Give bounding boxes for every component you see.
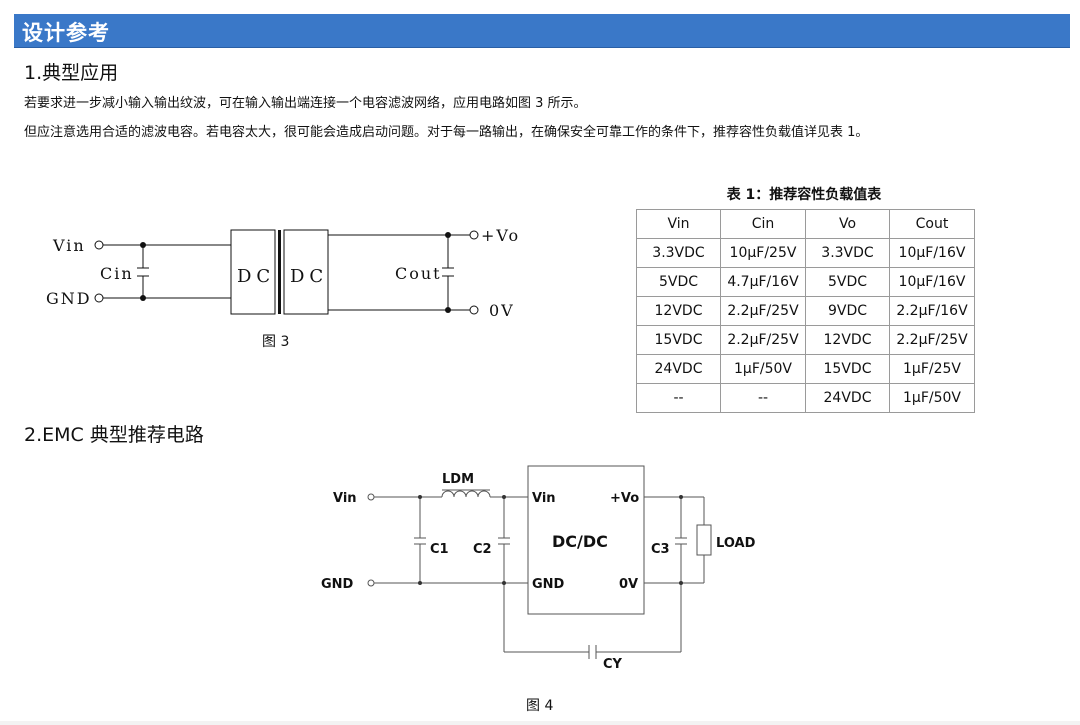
page-bottom-edge bbox=[0, 721, 1080, 725]
module-label: DC/DC bbox=[552, 532, 608, 551]
table-cell: 5VDC bbox=[805, 267, 890, 297]
label-c2: C2 bbox=[473, 542, 492, 557]
table-cell: 2.2μF/25V bbox=[889, 325, 975, 355]
section1-paragraph-1: 若要求进一步减小输入输出纹波，可在输入输出端连接一个电容滤波网络，应用电路如图 … bbox=[24, 96, 587, 111]
section-header-bar: 设计参考 bbox=[14, 14, 1070, 48]
pin-0v: 0V bbox=[619, 577, 638, 592]
table-header-cell: Vin bbox=[636, 209, 721, 239]
ldm-inductor bbox=[441, 490, 491, 498]
junction-dot bbox=[679, 581, 683, 585]
table-row: 5VDC 4.7μF/16V 5VDC 10μF/16V bbox=[636, 267, 975, 297]
label-c3: C3 bbox=[651, 542, 670, 557]
vin-terminal bbox=[94, 240, 104, 250]
pin-gnd: GND bbox=[532, 577, 565, 592]
figure4-caption: 图 4 bbox=[526, 698, 554, 714]
table-cell: 24VDC bbox=[805, 383, 890, 413]
label-load: LOAD bbox=[716, 536, 756, 551]
label-vo: +Vo bbox=[481, 226, 520, 245]
junction-dot bbox=[502, 581, 506, 585]
junction-dot bbox=[418, 581, 422, 585]
dc-block-left bbox=[230, 229, 276, 315]
label-dc-left: DC bbox=[237, 266, 275, 287]
label-gnd: GND bbox=[46, 289, 92, 308]
label-c1: C1 bbox=[430, 542, 449, 557]
junction-dot bbox=[140, 295, 146, 301]
table-cell: 1μF/50V bbox=[889, 383, 975, 413]
table-cell: 2.2μF/25V bbox=[720, 296, 806, 326]
table-cell: 10μF/16V bbox=[889, 267, 975, 297]
table1-caption: 表 1：推荐容性负载值表 bbox=[726, 187, 882, 203]
table-cell: 12VDC bbox=[805, 325, 890, 355]
table-header-row: Vin Cin Vo Cout bbox=[636, 209, 975, 239]
section1-paragraph-2: 但应注意选用合适的滤波电容。若电容太大，很可能会造成启动问题。对于每一路输出，在… bbox=[24, 125, 869, 140]
vo-terminal bbox=[469, 230, 479, 240]
label-gnd: GND bbox=[321, 577, 354, 592]
table-cell: 1μF/25V bbox=[889, 354, 975, 384]
table-row: 3.3VDC 10μF/25V 3.3VDC 10μF/16V bbox=[636, 238, 975, 268]
label-ldm: LDM bbox=[442, 472, 474, 487]
table-cell: 3.3VDC bbox=[636, 238, 721, 268]
table-cell: 24VDC bbox=[636, 354, 721, 384]
gnd-terminal bbox=[94, 293, 104, 303]
junction-dot bbox=[502, 495, 506, 499]
table-header-cell: Cout bbox=[889, 209, 975, 239]
figure3-caption: 图 3 bbox=[262, 334, 290, 350]
junction-dot bbox=[140, 242, 146, 248]
table-cell: 10μF/25V bbox=[720, 238, 806, 268]
table-row: 24VDC 1μF/50V 15VDC 1μF/25V bbox=[636, 354, 975, 384]
junction-dot bbox=[445, 307, 451, 313]
label-cin: Cin bbox=[100, 264, 134, 283]
figure4-circuit: Vin GND LDM C1 C2 C3 Vin GND +Vo 0V DC/D… bbox=[321, 465, 756, 672]
label-vin: Vin bbox=[333, 491, 357, 506]
section1-title: 1.典型应用 bbox=[24, 62, 119, 84]
table-cell: 2.2μF/25V bbox=[720, 325, 806, 355]
dc-block-right bbox=[283, 229, 329, 315]
table-header-cell: Cin bbox=[720, 209, 806, 239]
table-cell: 5VDC bbox=[636, 267, 721, 297]
0v-terminal bbox=[469, 305, 479, 315]
label-0v: 0V bbox=[489, 301, 515, 320]
table-cell: 9VDC bbox=[805, 296, 890, 326]
label-cout: Cout bbox=[395, 264, 442, 283]
section2-title: 2.EMC 典型推荐电路 bbox=[24, 424, 204, 446]
dc-dc-module bbox=[527, 465, 645, 615]
label-cy: CY bbox=[603, 657, 623, 672]
table-row: 12VDC 2.2μF/25V 9VDC 2.2μF/16V bbox=[636, 296, 975, 326]
junction-dot bbox=[418, 495, 422, 499]
table-cell: 1μF/50V bbox=[720, 354, 806, 384]
table-cell: 10μF/16V bbox=[889, 238, 975, 268]
table-cell: 15VDC bbox=[805, 354, 890, 384]
table-cell: 2.2μF/16V bbox=[889, 296, 975, 326]
table-row: -- -- 24VDC 1μF/50V bbox=[636, 383, 975, 413]
table-cell: 4.7μF/16V bbox=[720, 267, 806, 297]
pin-vin: Vin bbox=[532, 491, 556, 506]
section-header-title: 设计参考 bbox=[22, 21, 110, 45]
table-cell: 12VDC bbox=[636, 296, 721, 326]
label-vin: Vin bbox=[52, 236, 86, 255]
vin-terminal bbox=[367, 493, 375, 501]
pin-vo: +Vo bbox=[610, 491, 639, 506]
figure3-circuit: Vin GND Cin DC DC Cout +Vo 0V bbox=[46, 226, 520, 320]
capacitive-load-table: Vin Cin Vo Cout 3.3VDC 10μF/25V 3.3VDC 1… bbox=[636, 209, 975, 413]
junction-dot bbox=[679, 495, 683, 499]
table-row: 15VDC 2.2μF/25V 12VDC 2.2μF/25V bbox=[636, 325, 975, 355]
table-cell: 15VDC bbox=[636, 325, 721, 355]
table-cell: -- bbox=[720, 383, 806, 413]
table-cell: -- bbox=[636, 383, 721, 413]
junction-dot bbox=[445, 232, 451, 238]
load-resistor bbox=[696, 524, 712, 556]
table-header-cell: Vo bbox=[805, 209, 890, 239]
label-dc-right: DC bbox=[290, 266, 328, 287]
gnd-terminal bbox=[367, 579, 375, 587]
table-cell: 3.3VDC bbox=[805, 238, 890, 268]
